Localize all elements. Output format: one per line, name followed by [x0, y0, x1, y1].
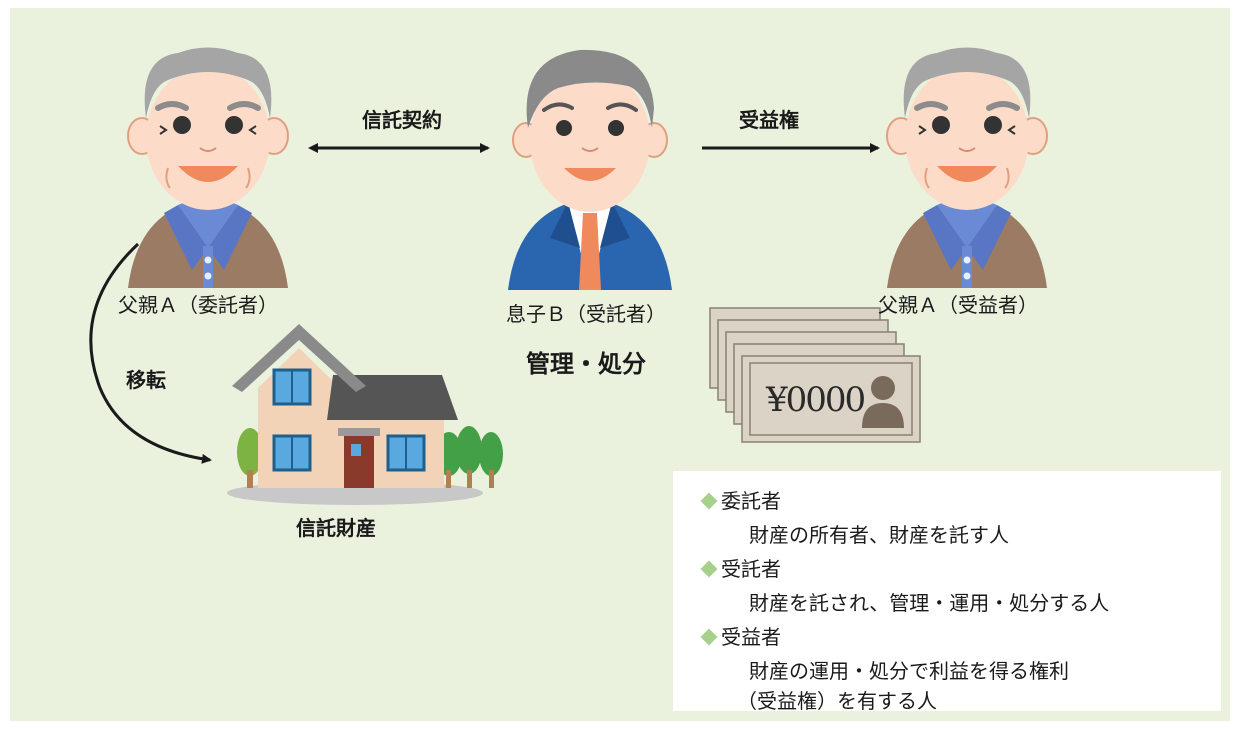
diagram-art: [89, 8, 1230, 505]
transfer-label: 移転: [126, 368, 166, 392]
father-right-figure: [887, 48, 1047, 289]
banknote-stack-icon: [709, 307, 921, 443]
diamond-bullet-icon: [700, 492, 718, 510]
legend-term-trustee: 受託者: [700, 553, 781, 582]
trust-contract-label: 信託契約: [362, 108, 442, 132]
legend-desc-trustee: 財産を託され、管理・運用・処分する人: [749, 591, 1110, 615]
legend-desc-beneficiary-2: （受益権）を有する人: [737, 689, 937, 713]
son-label: 息子Ｂ（受託者）: [506, 302, 666, 326]
legend-term-settlor: 委託者: [700, 485, 781, 514]
trust-property-label: 信託財産: [296, 516, 376, 540]
diamond-bullet-icon: [700, 628, 718, 646]
father-right-label: 父親Ａ（受益者）: [878, 293, 1038, 317]
beneficial-right-label: 受益権: [739, 108, 799, 132]
legend-desc-beneficiary-1: 財産の運用・処分で利益を得る権利: [749, 659, 1069, 683]
legend-box: 委託者 財産の所有者、財産を託す人 受託者 財産を託され、管理・運用・処分する人…: [673, 471, 1221, 713]
legend-term-beneficiary: 受益者: [700, 621, 781, 650]
father-left-label: 父親Ａ（委託者）: [118, 293, 278, 317]
legend-desc-settlor: 財産の所有者、財産を託す人: [749, 523, 1009, 547]
diamond-bullet-icon: [700, 560, 718, 578]
son-figure: [508, 49, 672, 290]
banknote-amount: ¥0000: [766, 380, 866, 420]
house-icon: [227, 324, 503, 505]
transfer-arrow: [89, 242, 212, 464]
management-label: 管理・処分: [526, 350, 646, 378]
father-left-figure: [128, 48, 288, 289]
diagram-canvas: 父親Ａ（委託者） 息子Ｂ（受託者） 父親Ａ（受益者） 信託契約 受益権 管理・処…: [10, 8, 1230, 721]
